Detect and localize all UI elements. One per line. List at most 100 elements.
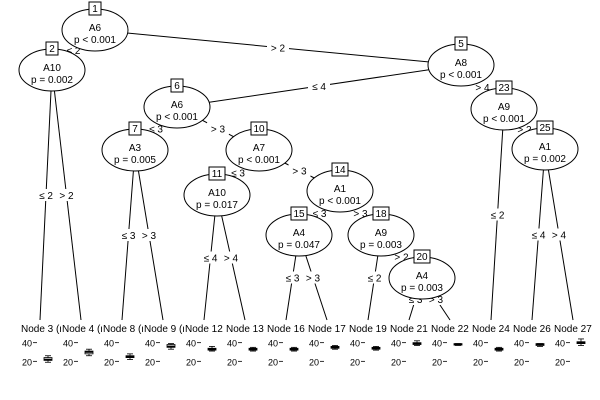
edge-label-bg bbox=[207, 122, 229, 135]
terminal-label-bg bbox=[430, 322, 470, 334]
edge-label-bg bbox=[288, 164, 311, 177]
edge-label-bg bbox=[220, 251, 242, 264]
terminal-label-bg bbox=[307, 322, 347, 334]
node-p-value: p = 0.003 bbox=[401, 283, 443, 294]
node-split-variable: A7 bbox=[253, 143, 266, 154]
node-split-variable: A6 bbox=[89, 23, 102, 34]
axis-tick-label-40: 40 bbox=[350, 339, 360, 349]
edge-label: > 3 bbox=[292, 167, 307, 178]
terminal-node-label: Node 21 (n = bbox=[390, 324, 448, 335]
terminal-node-22: Node 22 (n = 40 20 bbox=[430, 322, 489, 367]
axis-tick-label-40: 40 bbox=[104, 339, 114, 349]
edge-label-bg bbox=[267, 41, 289, 54]
edge-label: ≤ 2 bbox=[67, 46, 81, 57]
terminal-node-12: Node 12 (n = 40 20 bbox=[184, 322, 243, 367]
terminal-label-bg bbox=[184, 322, 224, 334]
edge-label: > 3 bbox=[429, 295, 444, 306]
axis-tick-label-40: 40 bbox=[309, 339, 319, 349]
axis-tick-label-20: 20 bbox=[350, 357, 360, 367]
node-split-variable: A4 bbox=[293, 228, 306, 239]
axis-tick-label-40: 40 bbox=[473, 339, 483, 349]
node-p-value: p < 0.001 bbox=[440, 70, 482, 81]
axis-tick-label-40: 40 bbox=[227, 339, 237, 349]
node-p-value: p = 0.003 bbox=[360, 240, 402, 251]
edge-label: ≤ 3 bbox=[122, 231, 136, 242]
terminal-label-bg bbox=[102, 322, 142, 334]
node-id-box bbox=[454, 36, 468, 51]
node-id: 14 bbox=[334, 165, 346, 176]
terminal-label-bg bbox=[348, 322, 388, 334]
terminal-node-label: Node 3 (n = bbox=[21, 324, 74, 335]
node-id-box bbox=[331, 162, 349, 177]
edge-label: ≤ 2 bbox=[368, 274, 382, 285]
terminal-label-bg bbox=[266, 322, 306, 334]
axis-tick-label-40: 40 bbox=[268, 339, 278, 349]
node-id: 6 bbox=[174, 81, 180, 92]
node-p-value: p = 0.005 bbox=[114, 155, 156, 166]
edge-label: ≤ 3 bbox=[286, 274, 300, 285]
edge-label: > 2 bbox=[394, 253, 409, 264]
edge-label-bg bbox=[471, 81, 494, 93]
terminal-label-bg bbox=[143, 322, 183, 334]
node-id-box bbox=[88, 1, 102, 16]
node-split-variable: A4 bbox=[416, 271, 429, 282]
terminal-node-label: Node 12 (n = bbox=[185, 324, 243, 335]
axis-tick-label-20: 20 bbox=[432, 357, 442, 367]
terminal-label-bg bbox=[471, 322, 511, 334]
terminal-node-label: Node 8 (n = bbox=[103, 324, 156, 335]
axis-tick-label-40: 40 bbox=[514, 339, 524, 349]
node-p-value: p = 0.017 bbox=[196, 200, 238, 211]
node-split-variable: A1 bbox=[539, 142, 552, 153]
node-id: 18 bbox=[375, 209, 387, 220]
node-split-variable: A10 bbox=[43, 63, 61, 74]
terminal-label-bg bbox=[389, 322, 429, 334]
terminal-label-bg bbox=[20, 322, 60, 334]
edge-label-bg bbox=[302, 271, 324, 284]
node-id-box bbox=[372, 206, 390, 221]
edge-label: ≤ 3 bbox=[313, 209, 327, 220]
edge-label: > 3 bbox=[211, 125, 226, 136]
axis-tick-label-20: 20 bbox=[473, 357, 483, 367]
node-split-variable: A9 bbox=[498, 102, 511, 113]
node-id: 25 bbox=[539, 123, 551, 134]
node-p-value: p < 0.001 bbox=[74, 35, 116, 46]
edge-label: > 3 bbox=[142, 231, 157, 242]
node-split-variable: A3 bbox=[129, 143, 142, 154]
node-split-variable: A6 bbox=[171, 100, 184, 111]
edge-label-bg bbox=[486, 208, 509, 221]
axis-tick-label-40: 40 bbox=[186, 339, 196, 349]
axis-tick-label-40: 40 bbox=[145, 339, 155, 349]
axis-tick-label-20: 20 bbox=[145, 357, 155, 367]
node-id-box bbox=[170, 78, 184, 93]
axis-tick-label-20: 20 bbox=[186, 357, 196, 367]
node-id: 23 bbox=[498, 83, 510, 94]
edge-label: > 2 bbox=[271, 44, 286, 55]
terminal-node-label: Node 22 (n = bbox=[431, 324, 489, 335]
edge-label: > 2 bbox=[517, 125, 532, 136]
edge-label: ≤ 3 bbox=[149, 125, 163, 136]
node-id: 15 bbox=[293, 209, 305, 220]
terminal-node-label: Node 9 (n = bbox=[144, 324, 197, 335]
node-split-variable: A1 bbox=[334, 184, 347, 195]
terminal-node-label: Node 16 (n = bbox=[267, 324, 325, 335]
node-p-value: p = 0.047 bbox=[278, 240, 320, 251]
node-p-value: p < 0.001 bbox=[483, 114, 525, 125]
edge-label: ≤ 3 bbox=[409, 295, 423, 306]
node-id: 10 bbox=[253, 124, 265, 135]
tree-edge-labels: ≤ 2> 2≤ 2> 2≤ 4> 4≤ 3> 3≤ 3> 3≤ 3> 3≤ 4>… bbox=[35, 41, 570, 306]
